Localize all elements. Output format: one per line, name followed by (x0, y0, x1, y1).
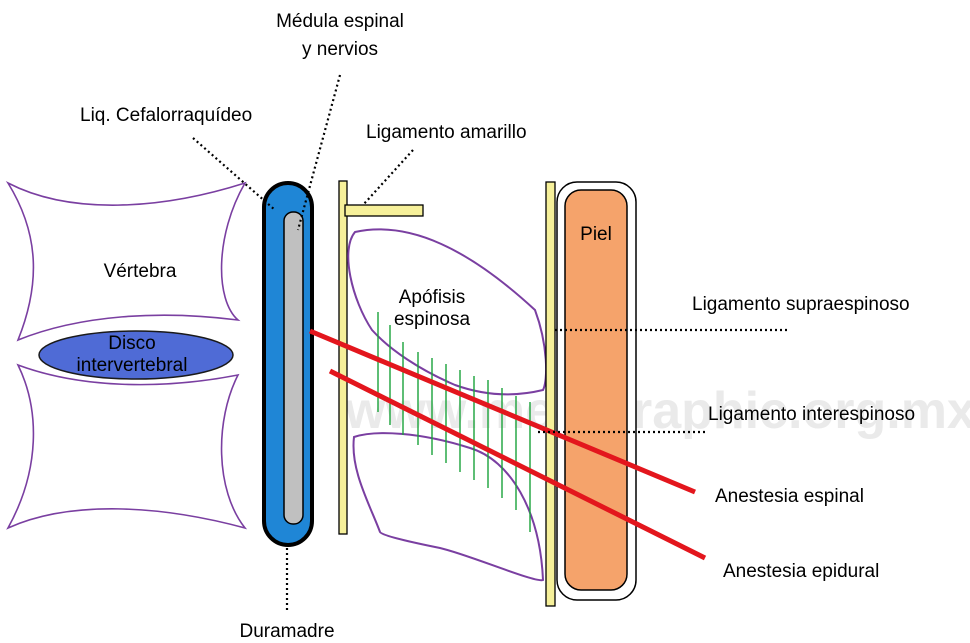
label-lig-inter: Ligamento interespinoso (708, 404, 915, 425)
label-disco-1: Disco (108, 333, 156, 354)
label-medula-2: y nervios (302, 39, 378, 60)
label-apofisis-2: espinosa (394, 309, 470, 330)
label-disco-2: intervertebral (77, 355, 188, 376)
leader-medula (298, 75, 340, 230)
label-lig-supra: Ligamento supraespinoso (692, 294, 910, 315)
label-liq: Liq. Cefalorraquídeo (80, 105, 252, 126)
label-lig-amarillo: Ligamento amarillo (366, 122, 527, 143)
spinal-cord (284, 212, 303, 524)
leader-lig-amarillo (363, 150, 413, 205)
supraspinous-ligament (546, 182, 555, 606)
label-anest-espinal: Anestesia espinal (715, 486, 864, 507)
vertebra-lower (8, 365, 245, 528)
label-anest-epidural: Anestesia epidural (723, 561, 879, 582)
ligamentum-flavum-vertical (339, 181, 347, 534)
label-apofisis-1: Apófisis (399, 287, 466, 308)
label-duramadre: Duramadre (239, 621, 334, 642)
ligamentum-flavum-tab (345, 205, 423, 216)
skin (565, 190, 627, 590)
leader-liq (193, 138, 275, 210)
spinous-process-lower (353, 433, 543, 580)
label-vertebra: Vértebra (104, 261, 177, 282)
label-medula-1: Médula espinal (276, 11, 404, 32)
label-piel: Piel (580, 224, 612, 245)
